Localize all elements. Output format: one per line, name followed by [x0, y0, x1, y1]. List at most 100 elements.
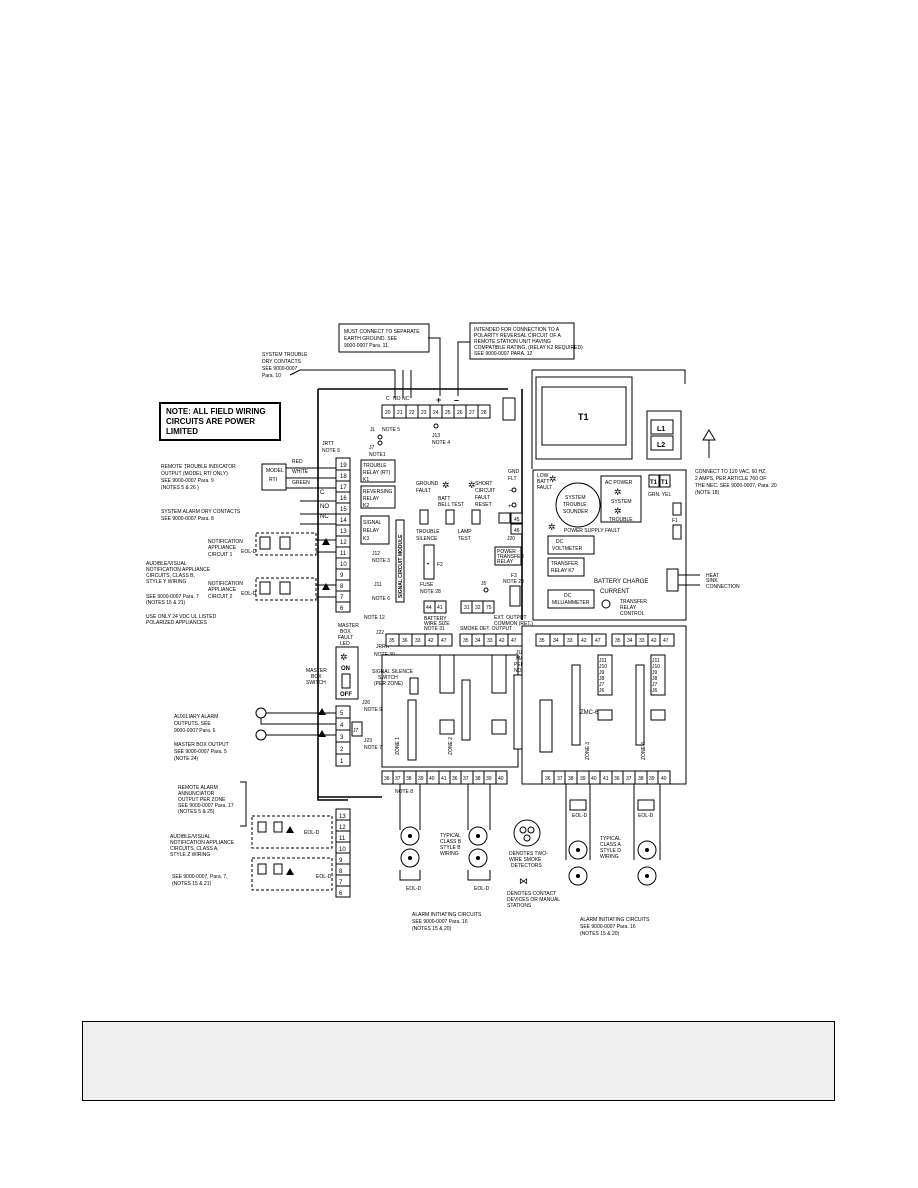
- trouble-dry-line-2: DRY CONTACTS: [262, 359, 302, 365]
- svg-text:SYSTEM: SYSTEM: [565, 495, 586, 501]
- svg-text:TRANSFER: TRANSFER: [551, 561, 578, 567]
- svg-text:⋈: ⋈: [519, 876, 528, 886]
- svg-text:NOTE 29: NOTE 29: [503, 579, 524, 585]
- svg-text:BATTERY: BATTERY: [424, 616, 447, 622]
- svg-text:8: 8: [339, 869, 343, 875]
- polarity-line-3: REMOTE STATION UNIT HAVING: [474, 339, 551, 345]
- svg-text:MODEL: MODEL: [266, 468, 284, 474]
- svg-text:EOL-D: EOL-D: [474, 886, 490, 892]
- svg-text:STYLE Y WIRING: STYLE Y WIRING: [146, 579, 186, 585]
- svg-text:CONTROL: CONTROL: [620, 611, 645, 617]
- svg-text:(PER ZONE): (PER ZONE): [374, 681, 403, 687]
- svg-text:SIGNAL: SIGNAL: [363, 520, 382, 526]
- svg-text:32: 32: [475, 605, 481, 611]
- svg-text:NOTE 7: NOTE 7: [364, 745, 382, 751]
- svg-text:NC: NC: [402, 396, 410, 402]
- svg-text:J11: J11: [652, 658, 660, 664]
- svg-text:37: 37: [557, 776, 563, 782]
- svg-text:POLARIZED APPLIANCES: POLARIZED APPLIANCES: [146, 620, 208, 626]
- svg-text:REMOTE ALARM: REMOTE ALARM: [178, 785, 218, 791]
- svg-text:10: 10: [340, 562, 347, 568]
- svg-text:2: 2: [340, 747, 344, 753]
- svg-text:6: 6: [340, 606, 344, 612]
- svg-text:J12: J12: [372, 551, 380, 557]
- svg-text:–: –: [454, 395, 459, 405]
- svg-text:9: 9: [340, 573, 344, 579]
- svg-text:NOTE 8: NOTE 8: [395, 789, 413, 795]
- svg-text:45: 45: [514, 517, 520, 523]
- svg-text:13: 13: [340, 529, 347, 535]
- polarity-line-4: COMPATIBLE RATING. (RELAY K2 REQUIRED): [474, 345, 583, 351]
- svg-text:AUDIBLE/VISUAL: AUDIBLE/VISUAL: [170, 834, 211, 840]
- svg-text:FUSE: FUSE: [420, 582, 434, 588]
- svg-text:23: 23: [421, 410, 427, 416]
- svg-text:L1: L1: [657, 426, 665, 433]
- svg-text:38: 38: [406, 776, 412, 782]
- svg-text:✲: ✲: [614, 506, 622, 516]
- svg-text:22: 22: [409, 410, 415, 416]
- earth-ground-line-3: 9000-0007 Para. 11.: [344, 343, 389, 349]
- svg-text:✲: ✲: [548, 522, 556, 532]
- svg-text:38: 38: [638, 776, 644, 782]
- svg-text:TROUBLE: TROUBLE: [563, 502, 587, 508]
- svg-text:SOUNDER: SOUNDER: [563, 509, 588, 515]
- svg-text:J7: J7: [353, 728, 359, 734]
- svg-text:NOTE 28: NOTE 28: [420, 589, 441, 595]
- svg-text:RED: RED: [292, 459, 303, 465]
- svg-text:39: 39: [649, 776, 655, 782]
- svg-text:BATT: BATT: [537, 479, 549, 485]
- svg-text:T1: T1: [650, 480, 658, 486]
- svg-text:SEE 9000-0007 Para. 16: SEE 9000-0007 Para. 16: [580, 924, 636, 930]
- alarm-circuits-left: EOL-D EOL-D TYPICAL CLASS B STYLE B WIRI…: [399, 784, 491, 932]
- svg-text:RELAY: RELAY: [363, 528, 380, 534]
- svg-text:T1: T1: [661, 480, 669, 486]
- svg-text:TROUBLE: TROUBLE: [416, 529, 440, 535]
- svg-text:7: 7: [340, 595, 344, 601]
- svg-text:J7: J7: [652, 682, 658, 688]
- svg-text:COMMON (RET.): COMMON (RET.): [494, 621, 533, 627]
- svg-text:J26: J26: [362, 700, 370, 706]
- svg-text:28: 28: [481, 410, 487, 416]
- svg-text:NOTIFICATION: NOTIFICATION: [208, 539, 243, 545]
- svg-text:NO: NO: [320, 504, 329, 510]
- field-wiring-line-2: CIRCUITS ARE POWER: [166, 417, 255, 426]
- svg-text:TRANSFER: TRANSFER: [497, 554, 524, 560]
- svg-text:SEE 9000-0007 Para. 17: SEE 9000-0007 Para. 17: [178, 803, 234, 809]
- trouble-dry-line-4: Para. 10: [262, 373, 281, 379]
- svg-text:MASTER BOX OUTPUT: MASTER BOX OUTPUT: [174, 742, 229, 748]
- svg-text:SEE 9000-0007 Para. 8: SEE 9000-0007 Para. 8: [161, 516, 214, 522]
- svg-text:SINK: SINK: [706, 578, 718, 584]
- svg-text:NOTIFICATION: NOTIFICATION: [208, 581, 243, 587]
- svg-text:37: 37: [626, 776, 632, 782]
- svg-text:•: •: [427, 562, 429, 568]
- svg-text:8: 8: [340, 584, 344, 590]
- svg-text:42: 42: [651, 638, 657, 644]
- svg-text:33: 33: [415, 638, 421, 644]
- svg-text:MASTER: MASTER: [338, 623, 359, 629]
- svg-text:25: 25: [445, 410, 451, 416]
- svg-text:APPLIANCE: APPLIANCE: [208, 587, 237, 593]
- svg-text:TROUBLE: TROUBLE: [609, 517, 633, 523]
- svg-text:F1: F1: [672, 518, 678, 524]
- svg-text:HEAT: HEAT: [706, 573, 719, 579]
- svg-text:JRRR: JRRR: [376, 644, 390, 650]
- svg-text:EOL-D: EOL-D: [572, 813, 588, 819]
- svg-text:CONNECT TO 120 VAC, 60 HZ,: CONNECT TO 120 VAC, 60 HZ,: [695, 469, 767, 475]
- svg-text:SYSTEM: SYSTEM: [611, 499, 632, 505]
- svg-text:38: 38: [568, 776, 574, 782]
- svg-text:SEE 9000-0007 Para. 7: SEE 9000-0007 Para. 7: [146, 594, 199, 600]
- svg-text:ANNUNCIATOR: ANNUNCIATOR: [178, 791, 215, 797]
- svg-text:44: 44: [426, 605, 432, 611]
- svg-text:(NOTE 24): (NOTE 24): [174, 756, 199, 762]
- svg-text:39: 39: [486, 776, 492, 782]
- svg-text:NOTE 5: NOTE 5: [382, 427, 400, 433]
- svg-text:J7: J7: [369, 445, 375, 451]
- svg-text:WIRING: WIRING: [440, 851, 459, 857]
- svg-text:20: 20: [385, 410, 391, 416]
- svg-text:NOTE 31: NOTE 31: [424, 626, 445, 632]
- svg-text:7: 7: [339, 880, 343, 886]
- svg-text:12: 12: [340, 540, 347, 546]
- svg-text:40: 40: [661, 776, 667, 782]
- svg-text:K1: K1: [363, 477, 369, 483]
- svg-text:NOTE 6: NOTE 6: [372, 596, 390, 602]
